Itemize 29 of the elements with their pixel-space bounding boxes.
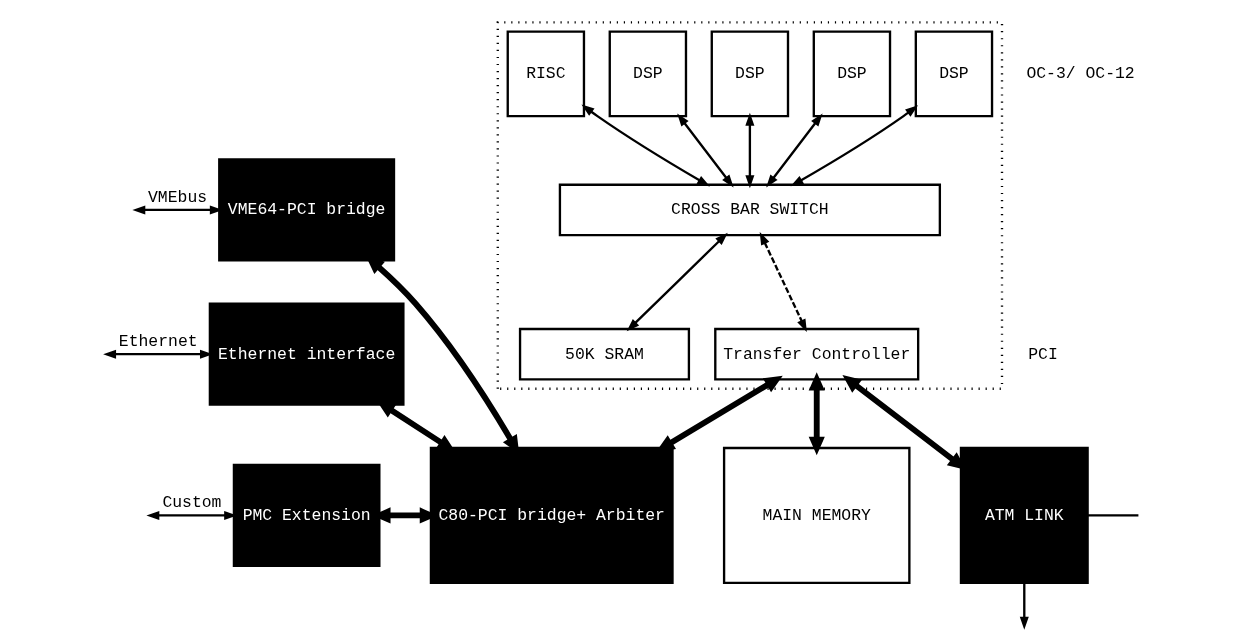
- edge-label: Ethernet: [118, 332, 198, 352]
- edge-label: VMEbus: [147, 187, 207, 207]
- label: PCI: [1027, 344, 1058, 364]
- node-box: DSP: [812, 30, 891, 118]
- node-box: MAIN MEMORY: [722, 446, 911, 584]
- arrow: [626, 232, 728, 332]
- edge-label: Custom: [161, 493, 221, 513]
- node-box: C80-PCI bridge+ Arbiter: [429, 446, 674, 584]
- connector: [1087, 514, 1138, 517]
- arrow: [580, 104, 710, 187]
- node-box: DSP: [608, 30, 687, 118]
- node-box: DSP: [914, 30, 993, 118]
- node-box: VME64-PCI bridge: [217, 158, 395, 262]
- arrow: [744, 112, 754, 189]
- arrow: [676, 113, 734, 188]
- node-box: 50K SRAM: [518, 327, 690, 381]
- node-box: Transfer Controller: [713, 327, 919, 381]
- node-box: Ethernet interface: [208, 302, 405, 406]
- arrow: [808, 372, 825, 456]
- arrow: [759, 231, 807, 333]
- node-box: RISC: [506, 30, 585, 118]
- arrow: [790, 105, 918, 187]
- label: OC-3/ OC-12: [1025, 64, 1135, 84]
- node-box: ATM LINK: [959, 446, 1089, 584]
- arrow: [765, 113, 823, 188]
- arrow: [1019, 582, 1029, 630]
- node-box: CROSS BAR SWITCH: [558, 183, 941, 237]
- node-box: PMC Extension: [232, 463, 380, 567]
- node-box: DSP: [710, 30, 789, 118]
